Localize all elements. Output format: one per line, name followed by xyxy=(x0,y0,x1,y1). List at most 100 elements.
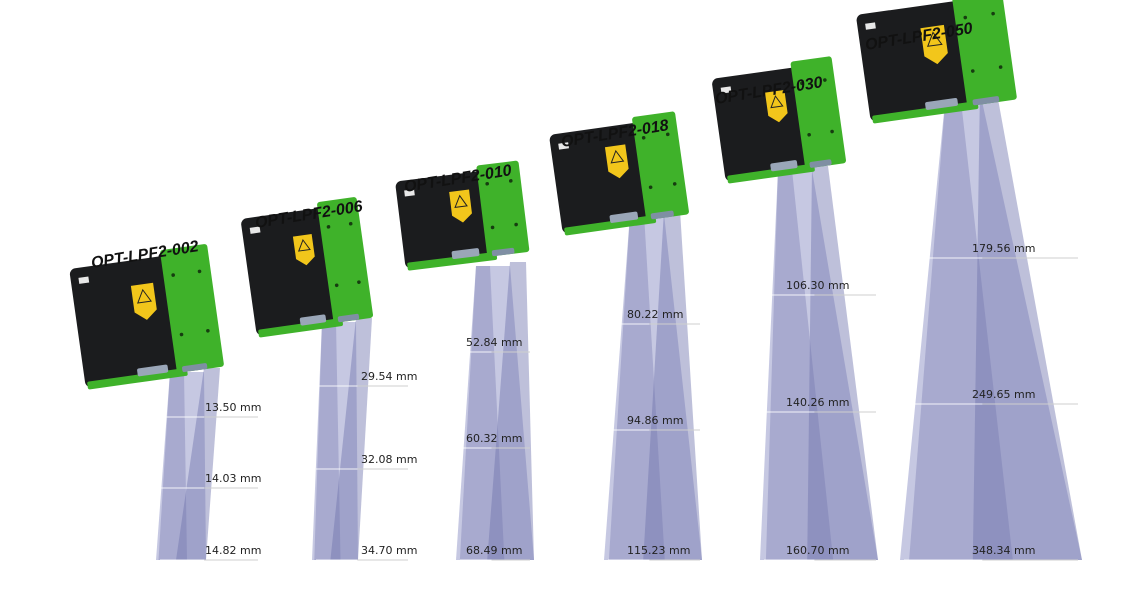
brand-logo-icon xyxy=(249,226,261,234)
screw-icon xyxy=(830,129,834,134)
measurement-label: 60.32 mm xyxy=(466,432,522,445)
laser-beam-fan xyxy=(456,266,534,560)
hazard-triangle-icon xyxy=(298,238,311,252)
measurement-label: 249.65 mm xyxy=(972,388,1035,401)
laser-beam-fan xyxy=(900,92,1082,560)
sensor-body xyxy=(395,160,530,271)
measurement-label: 160.70 mm xyxy=(786,544,849,557)
screw-icon xyxy=(665,132,670,137)
laser-core-fan xyxy=(765,170,834,560)
screw-icon xyxy=(963,15,968,20)
housing-base xyxy=(258,318,343,338)
screw-icon xyxy=(641,135,646,140)
laser-core-fan xyxy=(158,372,187,560)
housing-base xyxy=(727,163,815,184)
screw-icon xyxy=(998,65,1003,69)
sensor-body xyxy=(549,111,689,236)
hazard-triangle-icon xyxy=(770,95,784,109)
housing-base xyxy=(564,215,657,236)
sensor-body xyxy=(69,244,224,390)
brand-logo-icon xyxy=(865,22,876,30)
hazard-triangle-icon xyxy=(926,31,943,47)
laser-core-fan xyxy=(909,92,1013,560)
receiver-window xyxy=(809,159,832,168)
housing-base xyxy=(872,101,979,124)
housing-side xyxy=(476,160,530,257)
laser-warning-icon xyxy=(449,189,472,223)
measurement-label: 13.50 mm xyxy=(205,401,261,414)
measurement-label: 14.03 mm xyxy=(205,472,261,485)
screw-icon xyxy=(970,69,975,73)
measurement-label: 32.08 mm xyxy=(361,453,417,466)
laser-beam-fan xyxy=(312,322,358,560)
screw-icon xyxy=(206,329,210,333)
camera-view-fan xyxy=(330,318,372,560)
emitter-window xyxy=(299,314,327,326)
screw-icon xyxy=(485,181,490,186)
housing-front xyxy=(241,208,341,336)
emitter-window xyxy=(137,364,169,377)
brand-logo-icon xyxy=(404,189,415,197)
measurement-label: 179.56 mm xyxy=(972,242,1035,255)
housing-side xyxy=(632,111,689,220)
emitter-window xyxy=(609,211,639,223)
receiver-window xyxy=(650,210,674,220)
receiver-window xyxy=(337,313,360,323)
measurement-label: 14.82 mm xyxy=(205,544,261,557)
brand-logo-icon xyxy=(720,86,732,94)
screw-icon xyxy=(807,132,811,137)
laser-warning-icon xyxy=(765,89,788,123)
laser-warning-icon xyxy=(604,144,629,179)
housing-front xyxy=(69,255,185,388)
laser-core-fan xyxy=(459,266,505,560)
measurement-label: 68.49 mm xyxy=(466,544,522,557)
screw-icon xyxy=(648,185,653,190)
laser-warning-icon xyxy=(920,24,948,65)
laser-beam-fan xyxy=(156,372,206,560)
measurement-label: 106.30 mm xyxy=(786,279,849,292)
camera-view-fan xyxy=(487,262,534,560)
screw-icon xyxy=(179,332,184,337)
laser-beam-fan xyxy=(604,214,702,560)
emitter-window xyxy=(770,160,798,172)
housing-front xyxy=(549,122,654,234)
sensor-body xyxy=(856,0,1017,124)
screw-icon xyxy=(348,221,353,226)
hazard-triangle-icon xyxy=(610,149,625,164)
measurement-label: 115.23 mm xyxy=(627,544,690,557)
receiver-window xyxy=(491,247,515,257)
laser-core-fan xyxy=(314,322,341,560)
measurement-label: 348.34 mm xyxy=(972,544,1035,557)
laser-warning-icon xyxy=(292,234,315,266)
housing-side xyxy=(317,197,374,323)
housing-side xyxy=(790,56,846,169)
screw-icon xyxy=(334,283,339,288)
housing-base xyxy=(407,252,498,271)
laser-core-fan xyxy=(608,214,665,560)
camera-view-fan xyxy=(176,368,220,560)
housing-side xyxy=(952,0,1017,106)
screw-icon xyxy=(672,182,677,186)
emitter-window xyxy=(925,97,958,110)
measurement-label: 94.86 mm xyxy=(627,414,683,427)
laser-warning-icon xyxy=(130,282,157,320)
receiver-window xyxy=(182,363,208,373)
screw-icon xyxy=(514,222,518,227)
camera-view-fan xyxy=(807,166,878,560)
brand-logo-icon xyxy=(558,142,569,150)
receiver-window xyxy=(972,96,1000,106)
measurement-label: 80.22 mm xyxy=(627,308,683,321)
housing-front xyxy=(712,67,813,182)
hazard-triangle-icon xyxy=(137,288,153,304)
housing-base xyxy=(87,367,188,390)
screw-icon xyxy=(508,179,513,183)
screw-icon xyxy=(490,225,495,230)
sensor-body xyxy=(712,56,846,184)
measurement-label: 140.26 mm xyxy=(786,396,849,409)
